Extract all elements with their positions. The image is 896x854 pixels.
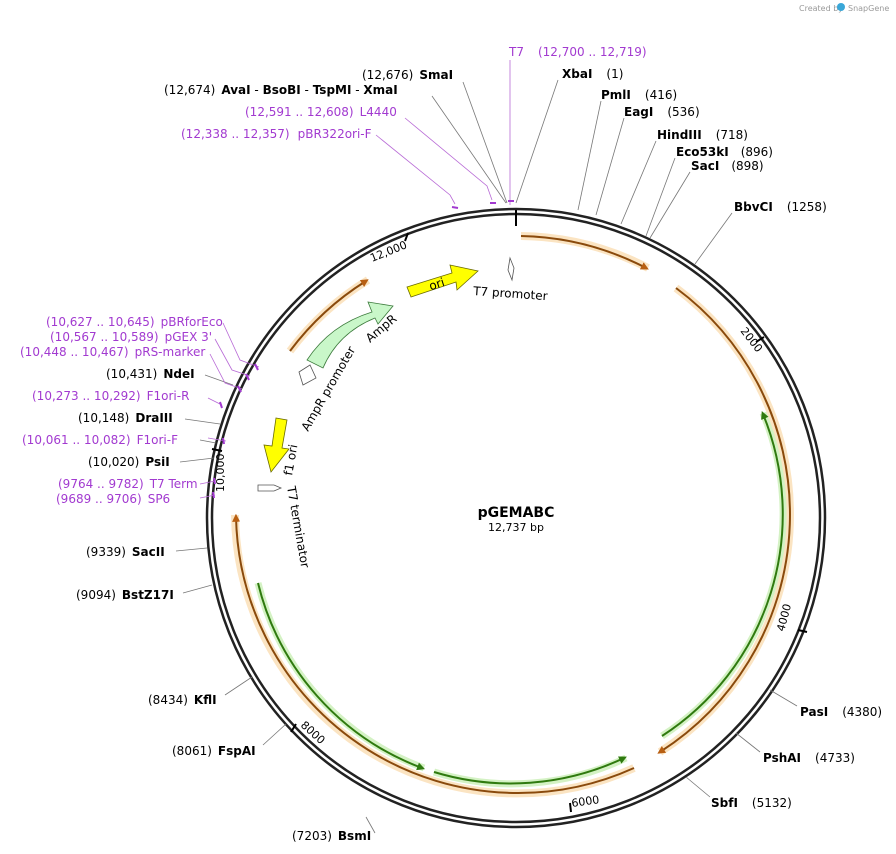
watermark-text: Created by: [799, 4, 843, 13]
t7-terminator-feature[interactable]: [257, 484, 283, 492]
smai-site-label: (12,676)SmaI: [362, 68, 453, 82]
pgex3-primer-label: (10,567 .. 10,589)pGEX 3': [50, 330, 212, 344]
tick-label: 6000: [571, 793, 601, 810]
feature-arc-orange-2[interactable]: [657, 284, 794, 756]
pbrforeco-primer-label: (10,627 .. 10,645)pBRforEco: [46, 315, 223, 329]
feature-arc-orange-4[interactable]: [286, 276, 371, 354]
avai-site-label: (12,674)AvaI - BsoBI - TspMI - XmaI: [164, 83, 398, 97]
hindiii-site-label: HindIII(718): [657, 128, 748, 142]
bsmi-site-label: (7203)BsmI: [292, 829, 371, 843]
watermark-brand: SnapGene: [848, 4, 889, 13]
pbr322ori-primer-label: (12,338 .. 12,357)pBR322ori-F: [181, 127, 372, 141]
bbvci-site-label: BbvCI(1258): [734, 200, 827, 214]
feature-arc-green-2[interactable]: [432, 754, 628, 788]
feature-arc-orange-1[interactable]: [520, 232, 650, 272]
enzyme-leader-lines: [175, 79, 798, 834]
ndei-site-label: (10,431)NdeI: [106, 367, 195, 381]
eco53ki-site-label: Eco53kI(896): [676, 145, 773, 159]
t7-promoter-label: T7 promoter: [472, 284, 548, 303]
pshai-site-label: PshAI(4733): [763, 751, 855, 765]
draiii-site-label: (10,148)DraIII: [78, 411, 173, 425]
plasmid-size: 12,737 bp: [488, 521, 544, 534]
sacii-site-label: (9339)SacII: [86, 545, 165, 559]
f1orif-primer-label: (10,061 .. 10,082)F1ori-F: [22, 433, 178, 447]
prsmarker-primer-label: (10,448 .. 10,467)pRS-marker: [20, 345, 205, 359]
sp6-primer-label: (9689 .. 9706)SP6: [56, 492, 170, 506]
fspai-site-label: (8061)FspAI: [172, 744, 256, 758]
pmli-site-label: PmlI(416): [601, 88, 677, 102]
saci-site-label: SacI(898): [691, 159, 764, 173]
sbfi-site-label: SbfI(5132): [711, 796, 792, 810]
primer-leader-lines: [199, 60, 511, 499]
ampr-promoter-feature[interactable]: [298, 364, 317, 386]
l4440-primer-label: (12,591 .. 12,608)L4440: [245, 105, 397, 119]
feature-arc-green-3[interactable]: [254, 582, 426, 772]
feature-arc-orange-3[interactable]: [231, 513, 636, 798]
ori-label: ori: [427, 275, 446, 293]
ampr-feature[interactable]: [306, 301, 394, 369]
plasmid-name: pGEMABC: [478, 505, 555, 521]
kfli-site-label: (8434)KflI: [148, 693, 217, 707]
f1orir-primer-label: (10,273 .. 10,292)F1ori-R: [32, 389, 189, 403]
snapgene-watermark: Created by SnapGene: [799, 3, 889, 13]
ori-feature[interactable]: [406, 264, 479, 298]
feature-arc-green-1[interactable]: [660, 411, 787, 739]
primer-marks: [212, 200, 514, 499]
eagi-site-label: EagI(536): [624, 105, 700, 119]
f1-ori-label: f1 ori: [281, 443, 300, 476]
tick-mark: 10,000: [211, 448, 227, 493]
tick-mark: 8000: [290, 719, 327, 747]
tick-label: 10,000: [214, 454, 227, 493]
f1-ori-feature[interactable]: [263, 417, 290, 473]
psii-site-label: (10,020)PsiI: [88, 455, 170, 469]
tick-mark: 6000: [569, 793, 601, 813]
backbone-outer-ring: [205, 207, 827, 829]
snapgene-logo-icon: [837, 3, 845, 11]
t7-promoter-feature[interactable]: [507, 256, 515, 282]
bstz17i-site-label: (9094)BstZ17I: [76, 588, 174, 602]
t7-primer-label: T7(12,700 .. 12,719): [508, 45, 647, 59]
t7term-primer-label: (9764 .. 9782)T7 Term: [58, 477, 198, 491]
t7-terminator-label: T7 terminator: [284, 484, 312, 569]
pasi-site-label: PasI(4380): [800, 705, 882, 719]
xbai-site-label: XbaI(1): [562, 67, 623, 81]
